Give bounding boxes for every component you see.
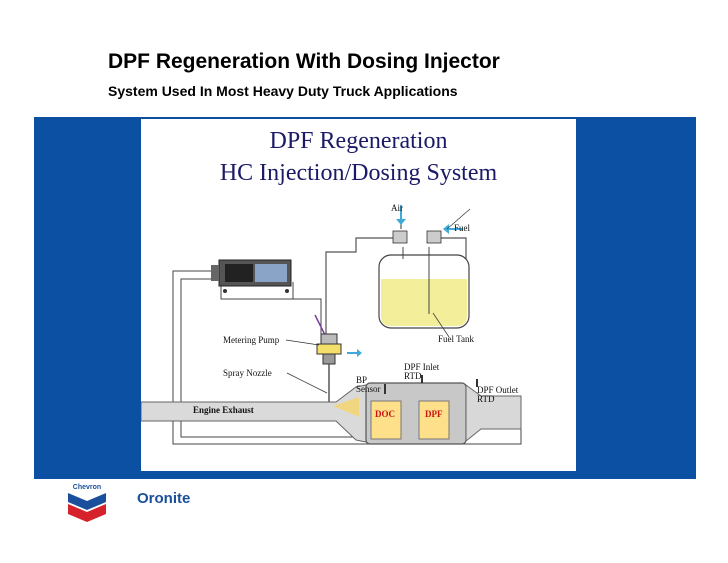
label-dpf-inlet-line1: DPF Inlet <box>404 362 440 372</box>
slide-title: DPF Regeneration With Dosing Injector <box>108 50 500 73</box>
label-air: Air <box>391 203 403 213</box>
label-dpf-inlet-line2: RTD <box>404 371 422 381</box>
diagram-drawing <box>141 205 522 445</box>
label-dpf: DPF <box>425 409 443 419</box>
leader-lines <box>285 208 471 394</box>
fuel-tank-icon <box>378 247 470 329</box>
label-bp-sensor-line2: Sensor <box>356 384 381 394</box>
brand-name: Oronite <box>137 490 191 507</box>
label-spray-nozzle: Spray Nozzle <box>223 368 272 378</box>
diagram-heading-line2: HC Injection/Dosing System <box>219 160 498 186</box>
logo-text: Chevron <box>73 484 101 491</box>
chevron-logo: Chevron <box>66 480 108 526</box>
ecu-module-icon <box>211 259 292 293</box>
exhaust-system-icon <box>141 375 522 445</box>
label-bp-sensor-line1: BP <box>356 375 368 385</box>
label-engine-exhaust: Engine Exhaust <box>193 405 254 415</box>
diagram-heading-line1: DPF Regeneration <box>269 128 448 154</box>
label-dpf-outlet-line1: DPF Outlet <box>477 385 519 395</box>
label-fuel-tank: Fuel Tank <box>438 334 474 344</box>
label-metering-pump: Metering Pump <box>223 335 280 345</box>
valve-icons <box>392 230 442 244</box>
dosing-system-diagram: DPF Regeneration HC Injection/Dosing Sys… <box>141 119 576 471</box>
air-arrow-icon <box>396 205 406 225</box>
fuel-arrow-icon <box>443 224 463 234</box>
label-dpf-outlet-line2: RTD <box>477 394 495 404</box>
metering-pump-icon <box>316 333 362 365</box>
label-fuel: Fuel <box>454 223 471 233</box>
slide-subtitle: System Used In Most Heavy Duty Truck App… <box>108 83 458 99</box>
chevron-logo-icon: Chevron <box>66 480 108 526</box>
label-doc: DOC <box>375 409 395 419</box>
